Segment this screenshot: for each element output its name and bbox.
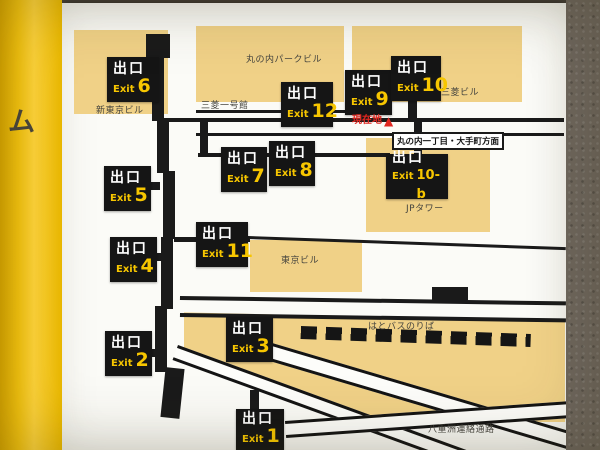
exit-label-jp: 出口 xyxy=(113,60,145,77)
exit-label-jp: 出口 xyxy=(116,240,148,257)
building-label: 三菱ビル xyxy=(441,88,480,98)
direction-sign: 丸の内一丁目・大手町方面 xyxy=(392,132,505,150)
exit-number: 7 xyxy=(251,164,265,187)
exit-label-jp: 出口 xyxy=(397,59,429,76)
exit-number: 8 xyxy=(299,158,313,181)
connector-exit2 xyxy=(149,349,158,357)
exit-number: 12 xyxy=(311,99,338,122)
connector-exit10 xyxy=(408,97,417,120)
building-label: 東京ビル xyxy=(281,256,320,266)
exit-label-jp: 出口 xyxy=(275,144,307,161)
connector-exit4 xyxy=(154,253,164,261)
exit-number: 9 xyxy=(375,87,389,110)
street-under-park-bldg xyxy=(196,110,346,113)
exit-label-jp: 出口 xyxy=(287,85,319,102)
connector-exit5 xyxy=(148,182,160,190)
passage-trunk xyxy=(146,34,170,58)
exit-label-jp: 出口 xyxy=(202,225,234,242)
passage-trunk xyxy=(161,237,173,309)
exit-number: 5 xyxy=(134,183,148,206)
exit-label-jp: 出口 xyxy=(227,150,259,167)
passage-trunk xyxy=(163,171,175,239)
building-label: JPタワー xyxy=(406,204,444,214)
connector-vertical xyxy=(200,122,208,155)
building-label: 三菱一号館 xyxy=(201,101,249,111)
exit-label-jp: 出口 xyxy=(351,73,383,90)
building-tokyo-bldg xyxy=(250,240,362,292)
textured-wall xyxy=(566,0,600,450)
exit-label-jp: 出口 xyxy=(232,320,264,337)
location-triangle-icon: ▲ xyxy=(384,114,394,128)
building-label: はとバスのりば xyxy=(368,322,435,332)
passage-trunk xyxy=(157,119,169,173)
exit-number: 2 xyxy=(135,348,149,371)
exit-label-jp: 出口 xyxy=(110,169,142,186)
connector-exit1 xyxy=(250,390,259,411)
connector-exit9 xyxy=(361,111,370,121)
building-label: 八重洲連絡通路 xyxy=(428,425,495,435)
exit-number: 3 xyxy=(256,334,270,357)
exit-label-jp: 出口 xyxy=(392,149,424,166)
current-location-marker: 現在地 ▲ xyxy=(352,111,394,128)
exit-number: 6 xyxy=(137,74,151,97)
exit-number: 4 xyxy=(140,254,154,277)
yellow-pillar: ム xyxy=(0,0,62,450)
pillar-text: ム xyxy=(8,107,35,138)
exit-number: 10-b xyxy=(416,167,441,202)
current-location-label: 現在地 xyxy=(352,115,382,126)
exit-label-jp: 出口 xyxy=(111,334,143,351)
passage-trunk xyxy=(155,306,167,372)
exit-number: 10 xyxy=(421,73,448,96)
street-main-lower xyxy=(196,133,564,136)
exit-label-jp: 出口 xyxy=(242,410,274,427)
building-label: 丸の内パークビル xyxy=(246,55,323,65)
building-label: 新東京ビル xyxy=(96,106,144,116)
exit-number: 1 xyxy=(266,424,280,447)
exit-number: 11 xyxy=(226,239,253,262)
structure-block xyxy=(432,287,468,300)
